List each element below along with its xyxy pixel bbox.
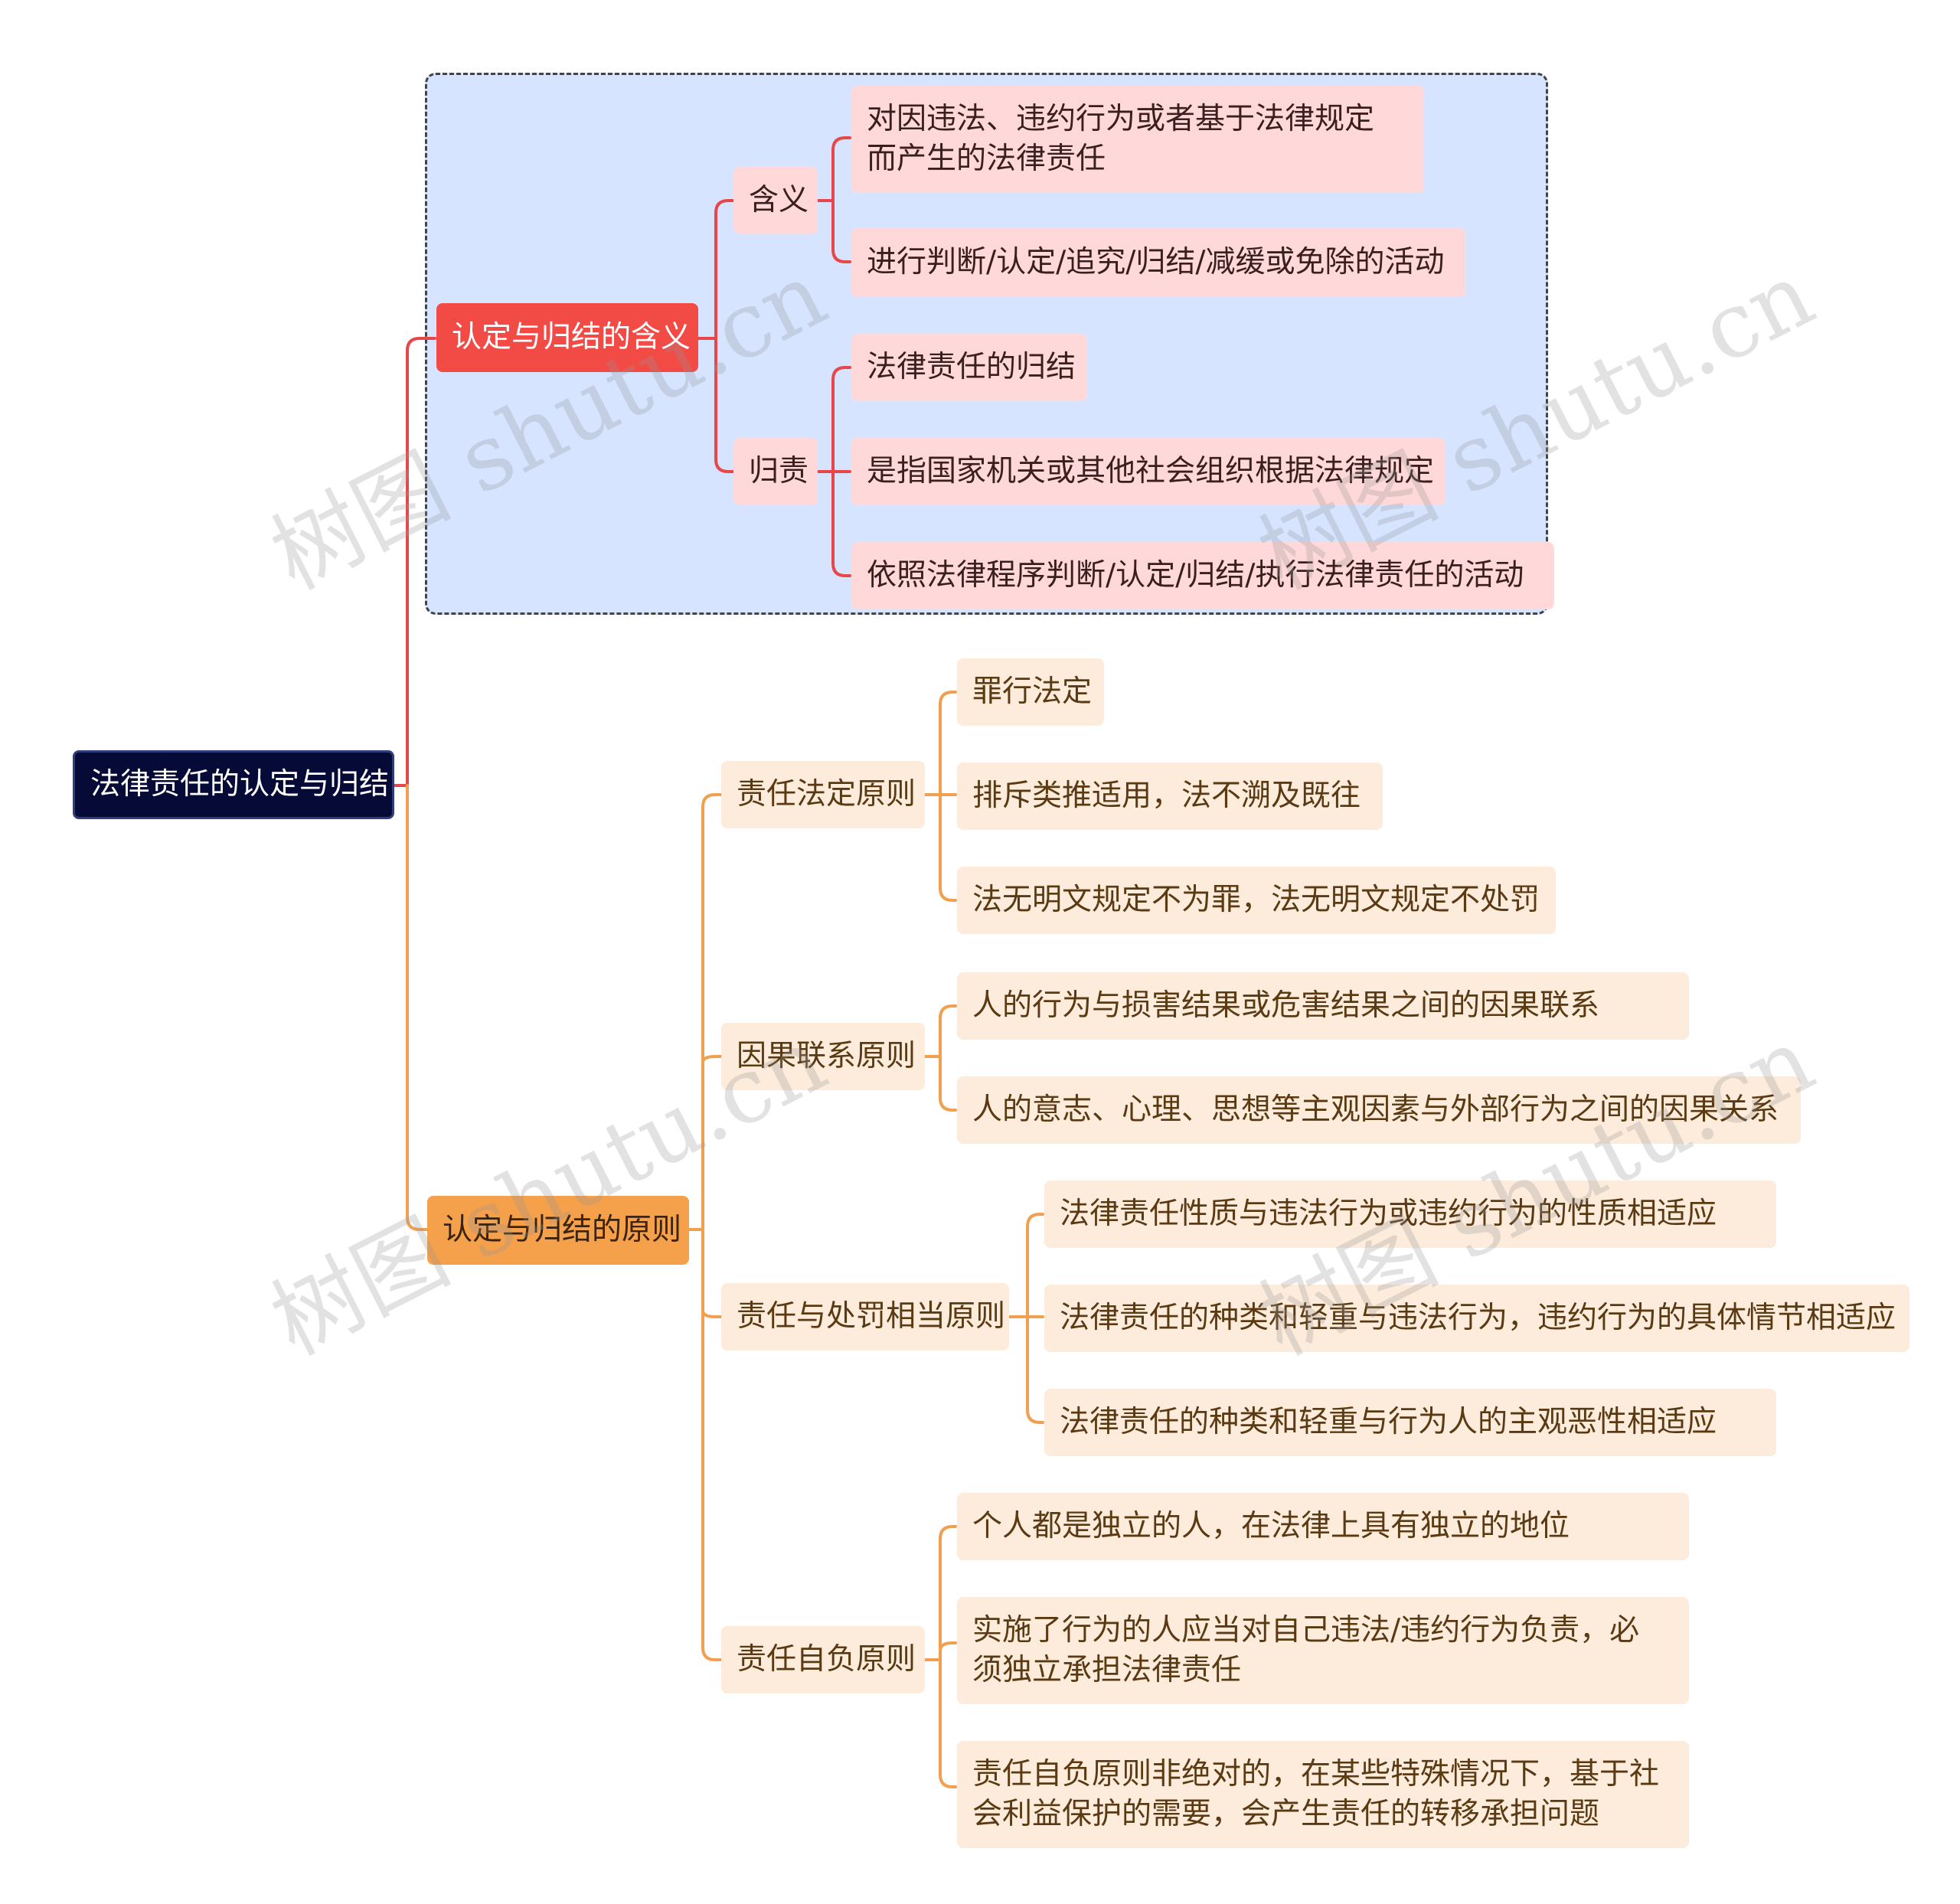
branch-label: 认定与归结的含义 bbox=[452, 320, 691, 354]
connector-p4-leaf-3 bbox=[939, 1658, 957, 1788]
connector-s2-leaf-2 bbox=[831, 366, 851, 473]
leaf-node[interactable]: 依照法律程序判断/认定/归结/执行法律责任的活动 bbox=[851, 542, 1554, 609]
leaf-node[interactable]: 法律责任的归结 bbox=[851, 334, 1087, 401]
sub-node-principle[interactable]: 因果联系原则 bbox=[721, 1023, 925, 1090]
sub-node-principle[interactable]: 责任自负原则 bbox=[721, 1626, 925, 1693]
sub-node-meaning[interactable]: 含义 bbox=[733, 167, 818, 234]
leaf-node[interactable]: 人的意志、心理、思想等主观因素与外部行为之间的因果关系 bbox=[957, 1076, 1801, 1144]
leaf-node[interactable]: 进行判断/认定/追究/归结/减缓或免除的活动 bbox=[851, 228, 1465, 297]
leaf-label: 法律责任性质与违法行为或违约行为的性质相适应 bbox=[1060, 1197, 1717, 1231]
branch-label: 认定与归结的原则 bbox=[443, 1213, 682, 1247]
connector-p1-leaf-1 bbox=[923, 691, 957, 796]
connector-s2-leaf-3 bbox=[831, 470, 851, 577]
leaf-node[interactable]: 法律责任的种类和轻重与违法行为，违约行为的具体情节相适应 bbox=[1044, 1285, 1909, 1352]
leaf-node[interactable]: 实施了行为的人应当对自己违法/违约行为负责，必须独立承担法律责任 bbox=[957, 1597, 1689, 1704]
connector-p3-leaf-1 bbox=[1008, 1213, 1044, 1318]
leaf-label: 是指国家机关或其他社会组织根据法律规定 bbox=[867, 454, 1435, 488]
leaf-label: 罪行法定 bbox=[972, 674, 1093, 709]
leaf-label: 法律责任的种类和轻重与行为人的主观恶性相适应 bbox=[1060, 1405, 1717, 1439]
leaf-node[interactable]: 人的行为与损害结果或危害结果之间的因果联系 bbox=[957, 972, 1689, 1040]
connector-s1-leaf-1 bbox=[816, 136, 851, 202]
sub-label: 责任与处罚相当原则 bbox=[737, 1299, 1006, 1334]
root-node[interactable]: 法律责任的认定与归结 bbox=[73, 750, 394, 819]
connector-b1-sub-2 bbox=[714, 337, 735, 473]
leaf-label: 进行判断/认定/追究/归结/减缓或免除的活动 bbox=[867, 245, 1445, 279]
connector-b2-sub-3 bbox=[701, 805, 723, 1318]
sub-node-principle[interactable]: 责任法定原则 bbox=[721, 761, 925, 828]
connector-b2-sub-1 bbox=[688, 793, 723, 1231]
connector-p2-leaf-1 bbox=[923, 1004, 957, 1058]
connector-p4-leaf-1 bbox=[923, 1525, 957, 1661]
root-label: 法律责任的认定与归结 bbox=[90, 767, 390, 802]
leaf-label: 个人都是独立的人，在法律上具有独立的地位 bbox=[972, 1509, 1570, 1543]
sub-node-attribution[interactable]: 归责 bbox=[733, 438, 818, 505]
leaf-label: 排斥类推适用，法不溯及既往 bbox=[972, 779, 1361, 813]
leaf-label: 人的意志、心理、思想等主观因素与外部行为之间的因果关系 bbox=[972, 1092, 1779, 1127]
connector-s1-leaf-2 bbox=[831, 199, 851, 263]
connector-b2-sub-4 bbox=[701, 1309, 723, 1661]
leaf-node[interactable]: 排斥类推适用，法不溯及既往 bbox=[957, 763, 1383, 830]
leaf-label: 法无明文规定不为罪，法无明文规定不处罚 bbox=[972, 883, 1540, 917]
leaf-node[interactable]: 法无明文规定不为罪，法无明文规定不处罚 bbox=[957, 867, 1556, 934]
leaf-node[interactable]: 法律责任的种类和轻重与行为人的主观恶性相适应 bbox=[1044, 1389, 1776, 1456]
leaf-label: 人的行为与损害结果或危害结果之间的因果联系 bbox=[972, 988, 1600, 1023]
leaf-node[interactable]: 个人都是独立的人，在法律上具有独立的地位 bbox=[957, 1493, 1689, 1560]
leaf-label: 实施了行为的人应当对自己违法/违约行为负责，必须独立承担法律责任 bbox=[972, 1613, 1640, 1687]
connector-p4-leaf-2 bbox=[939, 1641, 957, 1661]
leaf-node[interactable]: 责任自负原则非绝对的，在某些特殊情况下，基于社会利益保护的需要，会产生责任的转移… bbox=[957, 1741, 1689, 1848]
connector-root-branch-1 bbox=[393, 337, 436, 787]
connector-p1-leaf-3 bbox=[939, 793, 957, 902]
connector-b2-sub-2 bbox=[701, 1055, 723, 1064]
leaf-label: 责任自负原则非绝对的，在某些特殊情况下，基于社会利益保护的需要，会产生责任的转移… bbox=[972, 1757, 1660, 1831]
connector-p3-leaf-3 bbox=[1026, 1315, 1044, 1424]
leaf-node[interactable]: 是指国家机关或其他社会组织根据法律规定 bbox=[851, 438, 1446, 505]
sub-node-principle[interactable]: 责任与处罚相当原则 bbox=[721, 1283, 1009, 1350]
leaf-label: 法律责任的归结 bbox=[867, 350, 1076, 384]
sub-label: 责任法定原则 bbox=[737, 777, 916, 812]
leaf-label: 法律责任的种类和轻重与违法行为，违约行为的具体情节相适应 bbox=[1060, 1301, 1896, 1335]
sub-label: 责任自负原则 bbox=[737, 1642, 916, 1677]
leaf-node[interactable]: 罪行法定 bbox=[957, 658, 1104, 726]
sub-label: 归责 bbox=[749, 454, 809, 488]
connector-root-branch-2 bbox=[406, 784, 429, 1231]
connector-p2-leaf-2 bbox=[939, 1055, 957, 1112]
connector-b1-sub-1 bbox=[697, 199, 735, 340]
leaf-label: 依照法律程序判断/认定/归结/执行法律责任的活动 bbox=[867, 558, 1524, 593]
leaf-node[interactable]: 对因违法、违约行为或者基于法律规定而产生的法律责任 bbox=[851, 86, 1424, 193]
sub-label: 因果联系原则 bbox=[737, 1039, 916, 1073]
sub-label: 含义 bbox=[749, 183, 809, 217]
branch-node-principles[interactable]: 认定与归结的原则 bbox=[427, 1196, 689, 1265]
branch-node-meaning[interactable]: 认定与归结的含义 bbox=[436, 303, 698, 372]
leaf-label: 对因违法、违约行为或者基于法律规定而产生的法律责任 bbox=[867, 102, 1375, 176]
leaf-node[interactable]: 法律责任性质与违法行为或违约行为的性质相适应 bbox=[1044, 1181, 1776, 1248]
